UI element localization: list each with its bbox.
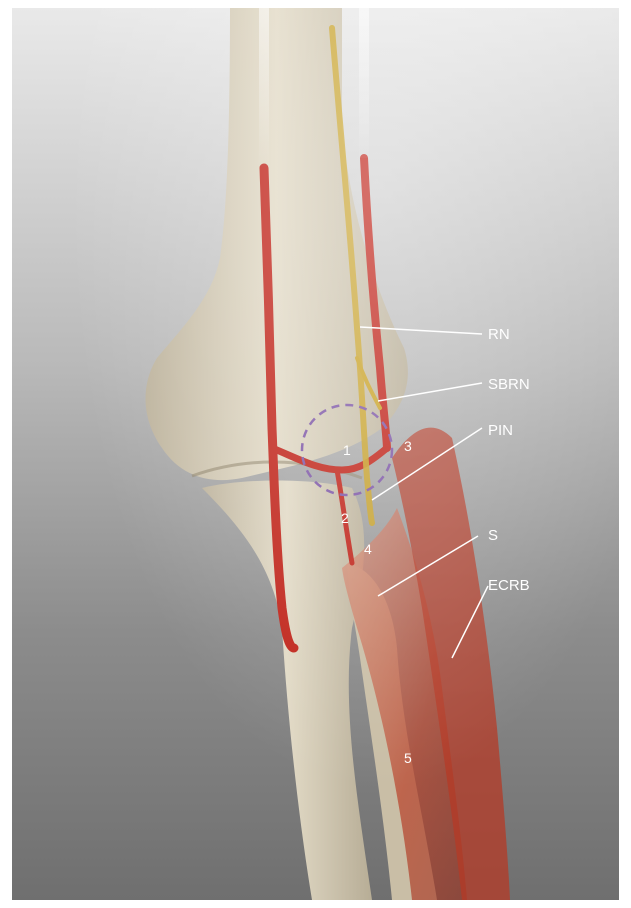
label-pin: PIN [488,422,513,439]
marker-1: 1 [343,442,351,458]
label-rn: RN [488,326,510,343]
label-s: S [488,527,498,544]
marker-2: 2 [341,510,349,526]
label-sbrn: SBRN [488,376,530,393]
marker-5: 5 [404,750,412,766]
label-ecrb: ECRB [488,577,530,594]
anatomy-illustration-frame: RN SBRN PIN S ECRB 1 2 3 4 5 [12,8,619,900]
elbow-anatomy-illustration: RN SBRN PIN S ECRB 1 2 3 4 5 [12,8,619,900]
marker-3: 3 [404,438,412,454]
marker-4: 4 [364,541,372,557]
